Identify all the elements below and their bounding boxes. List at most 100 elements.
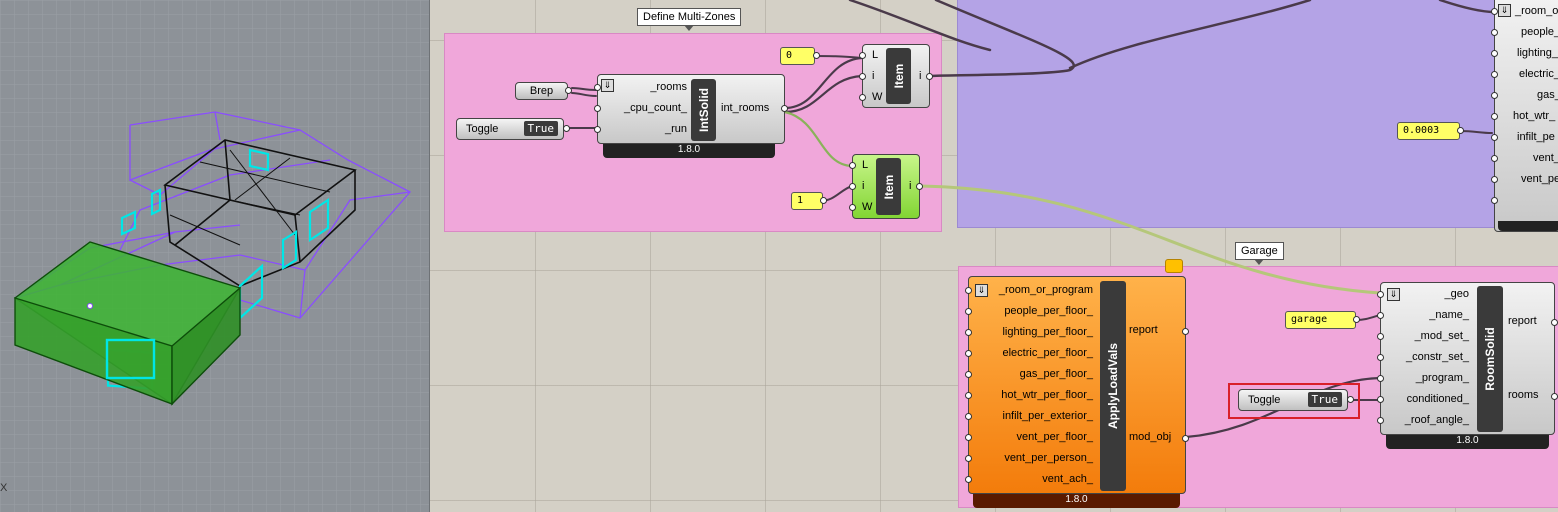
item1-out-pin[interactable]	[926, 73, 933, 80]
item1-in-pin-i[interactable]	[859, 73, 866, 80]
brep-param[interactable]: Brep	[515, 82, 568, 100]
applyload-in-pin-1[interactable]	[965, 308, 972, 315]
item1-in-pin-L[interactable]	[859, 52, 866, 59]
top-input-people: people_	[1521, 26, 1558, 38]
applyload-version: 1.8.0	[973, 494, 1180, 508]
intsolid-in-pin-2[interactable]	[594, 105, 601, 112]
panel-zero[interactable]: 0	[780, 47, 815, 65]
intsolid-out-pin-1[interactable]	[781, 105, 788, 112]
top-in-pin-10[interactable]	[1491, 197, 1498, 204]
panel-infilt[interactable]: 0.0003	[1397, 122, 1460, 140]
item2-title: Item	[876, 158, 901, 215]
applyload-input-0: _room_or_program	[998, 284, 1093, 296]
top-in-pin-4[interactable]	[1491, 71, 1498, 78]
toggle-conditioned-out-pin[interactable]	[1347, 396, 1354, 403]
download-arrow-icon-2[interactable]: ⇓	[1498, 4, 1511, 17]
applyload-out-pin-report[interactable]	[1182, 328, 1189, 335]
toggle-conditioned[interactable]: Toggle True	[1238, 389, 1348, 411]
item1-output-i: i	[919, 70, 922, 82]
applyload-input-8: vent_per_person_	[1004, 452, 1093, 464]
intsolid-in-pin-3[interactable]	[594, 126, 601, 133]
roomsolid-in-pin-5[interactable]	[1377, 396, 1384, 403]
top-in-pin-8[interactable]	[1491, 155, 1498, 162]
applyloadvals-component[interactable]: ⇓ _room_or_program people_per_floor_ lig…	[965, 276, 1189, 494]
roomsolid-out-pin-rooms[interactable]	[1551, 393, 1558, 400]
top-in-pin-1[interactable]	[1491, 8, 1498, 15]
roomsolid-in-pin-1[interactable]	[1377, 312, 1384, 319]
item2-in-pin-W[interactable]	[849, 204, 856, 211]
item2-output-i: i	[909, 180, 912, 192]
item1-component[interactable]: L i W Item i	[859, 44, 933, 108]
rhino-viewport[interactable]: X	[0, 0, 430, 512]
panel-one-out-pin[interactable]	[820, 197, 827, 204]
toggle-conditioned-value[interactable]: True	[1307, 392, 1342, 407]
applyload-output-report: report	[1129, 324, 1158, 336]
applyload-out-pin-mod-obj[interactable]	[1182, 435, 1189, 442]
applyload-in-pin-3[interactable]	[965, 350, 972, 357]
top-load-version-bar	[1498, 221, 1558, 231]
top-in-pin-9[interactable]	[1491, 176, 1498, 183]
intsolid-in-pin-1[interactable]	[594, 84, 601, 91]
top-input-lighting: lighting_	[1517, 47, 1558, 59]
applyload-in-pin-6[interactable]	[965, 413, 972, 420]
item2-in-pin-i[interactable]	[849, 183, 856, 190]
roomsolid-in-pin-6[interactable]	[1377, 417, 1384, 424]
roomsolid-input-constr-set: _constr_set_	[1406, 351, 1469, 363]
applyload-in-pin-0[interactable]	[965, 287, 972, 294]
top-in-pin-6[interactable]	[1491, 113, 1498, 120]
applyload-in-pin-7[interactable]	[965, 434, 972, 441]
applyload-input-5: hot_wtr_per_floor_	[1001, 389, 1093, 401]
panel-one[interactable]: 1	[791, 192, 823, 210]
group-load-values[interactable]	[957, 0, 1558, 228]
roomsolid-in-pin-4[interactable]	[1377, 375, 1384, 382]
top-input-room: _room_o	[1515, 5, 1558, 17]
download-arrow-icon[interactable]: ⇓	[601, 79, 614, 92]
toggle-run-value[interactable]: True	[523, 121, 558, 136]
toggle-run-label: Toggle	[466, 123, 499, 135]
top-in-pin-5[interactable]	[1491, 92, 1498, 99]
item2-in-pin-L[interactable]	[849, 162, 856, 169]
roomsolid-in-pin-3[interactable]	[1377, 354, 1384, 361]
item2-out-pin[interactable]	[916, 183, 923, 190]
top-in-pin-3[interactable]	[1491, 50, 1498, 57]
applyload-input-9: vent_ach_	[1042, 473, 1093, 485]
brep-output-pin[interactable]	[565, 87, 572, 94]
item2-component[interactable]: L i W Item i	[849, 154, 923, 219]
garage-volume	[13, 241, 242, 406]
panel-garage[interactable]: garage	[1285, 311, 1356, 329]
intsolid-component[interactable]: ⇓ _rooms _cpu_count_ _run IntSolid int_r…	[594, 74, 788, 144]
applyload-in-pin-5[interactable]	[965, 392, 972, 399]
panel-garage-out-pin[interactable]	[1353, 316, 1360, 323]
top-input-vent: vent_	[1533, 152, 1558, 164]
applyload-in-pin-2[interactable]	[965, 329, 972, 336]
top-in-pin-2[interactable]	[1491, 29, 1498, 36]
roomsolid-component[interactable]: ⇓ _geo _name_ _mod_set_ _constr_set_ _pr…	[1377, 282, 1558, 435]
toggle-run-output-pin[interactable]	[563, 125, 570, 132]
group-label-multi-zones: Define Multi-Zones	[637, 8, 742, 31]
grasshopper-canvas[interactable]: Define Multi-Zones Garage Brep Toggle	[430, 0, 1558, 512]
top-input-infilt: infilt_pe	[1517, 131, 1555, 143]
download-arrow-icon-4[interactable]: ⇓	[1387, 288, 1400, 301]
top-input-electric: electric_	[1519, 68, 1558, 80]
top-in-pin-7[interactable]	[1491, 134, 1498, 141]
roomsolid-version: 1.8.0	[1386, 435, 1549, 449]
panel-infilt-out-pin[interactable]	[1457, 127, 1464, 134]
intsolid-input-run: _run	[664, 123, 687, 135]
intsolid-output-int-rooms: int_rooms	[721, 102, 770, 114]
roomsolid-input-geo: _geo	[1444, 288, 1469, 300]
roomsolid-in-pin-2[interactable]	[1377, 333, 1384, 340]
message-bubble-icon[interactable]	[1165, 259, 1183, 273]
panel-zero-out-pin[interactable]	[813, 52, 820, 59]
applyload-in-pin-8[interactable]	[965, 455, 972, 462]
toggle-run[interactable]: Toggle True	[456, 118, 564, 140]
applyload-in-pin-4[interactable]	[965, 371, 972, 378]
intsolid-title: IntSolid	[691, 79, 716, 141]
applyload-in-pin-9[interactable]	[965, 476, 972, 483]
download-arrow-icon-3[interactable]: ⇓	[975, 284, 988, 297]
roomsolid-out-pin-report[interactable]	[1551, 319, 1558, 326]
roomsolid-in-pin-0[interactable]	[1377, 291, 1384, 298]
applyload-input-4: gas_per_floor_	[1019, 368, 1093, 380]
top-load-component[interactable]: ⇓ _room_o people_ lighting_ electric_ ga…	[1491, 0, 1558, 232]
roomsolid-input-roof-angle: _roof_angle_	[1404, 414, 1469, 426]
item1-in-pin-W[interactable]	[859, 94, 866, 101]
